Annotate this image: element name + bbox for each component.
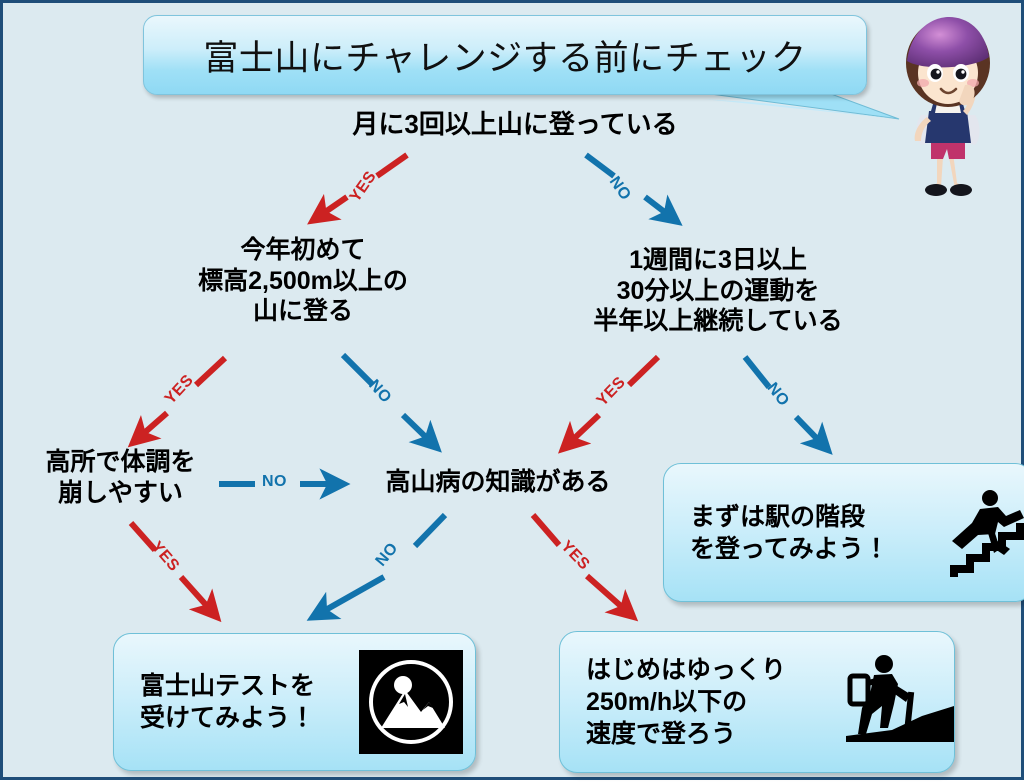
arrow-q3-yes: [558, 354, 661, 454]
result-box-station-stairs[interactable]: まずは駅の階段 を登ってみよう！: [663, 463, 1024, 602]
title-banner: 富士山にチャレンジする前にチェック: [143, 15, 867, 95]
result-box-slow-pace[interactable]: はじめはゆっくり 250m/h以下の 速度で登ろう: [559, 631, 955, 773]
question-node-first-high-altitude: 今年初めて 標高2,500m以上の 山に登る: [198, 236, 408, 325]
arrow-q2-no: [340, 352, 442, 453]
arrow-q4-yes: [128, 521, 222, 623]
question-node-exercise-habit: 1週間に3日以上 30分以上の運動を 半年以上継続している: [593, 246, 843, 335]
result-box-fuji-test[interactable]: 富士山テストを 受けてみよう！: [113, 633, 476, 771]
arrow-q1-yes: [307, 152, 409, 225]
arrow-q5-no: [306, 512, 448, 621]
result-text-station-stairs: まずは駅の階段 を登ってみよう！: [690, 502, 889, 563]
person-climbing-stairs-icon: [950, 489, 1024, 577]
mountain-sun-badge-icon: [359, 650, 463, 754]
mascot-character: [906, 17, 990, 196]
hiker-with-pole-icon: [846, 655, 954, 742]
arrow-label-q4-no: NO: [262, 473, 287, 490]
result-text-fuji-test: 富士山テストを 受けてみよう！: [140, 672, 316, 732]
arrow-layer: [127, 152, 833, 623]
result-text-slow-pace: はじめはゆっくり 250m/h以下の 速度で登ろう: [586, 656, 787, 748]
question-node-altitude-sensitivity: 高所で体調を 崩しやすい: [45, 448, 196, 507]
arrow-q1-no: [584, 152, 683, 226]
arrow-q5-yes: [530, 513, 639, 622]
page-title: 富士山にチャレンジする前にチェック: [203, 38, 807, 78]
question-node-altitude-sickness-knowledge: 高山病の知識がある: [385, 468, 611, 496]
arrow-q3-no: [742, 355, 833, 455]
arrow-q2-yes: [127, 355, 228, 448]
question-node-climb-frequency: 月に3回以上山に登っている: [352, 109, 678, 139]
